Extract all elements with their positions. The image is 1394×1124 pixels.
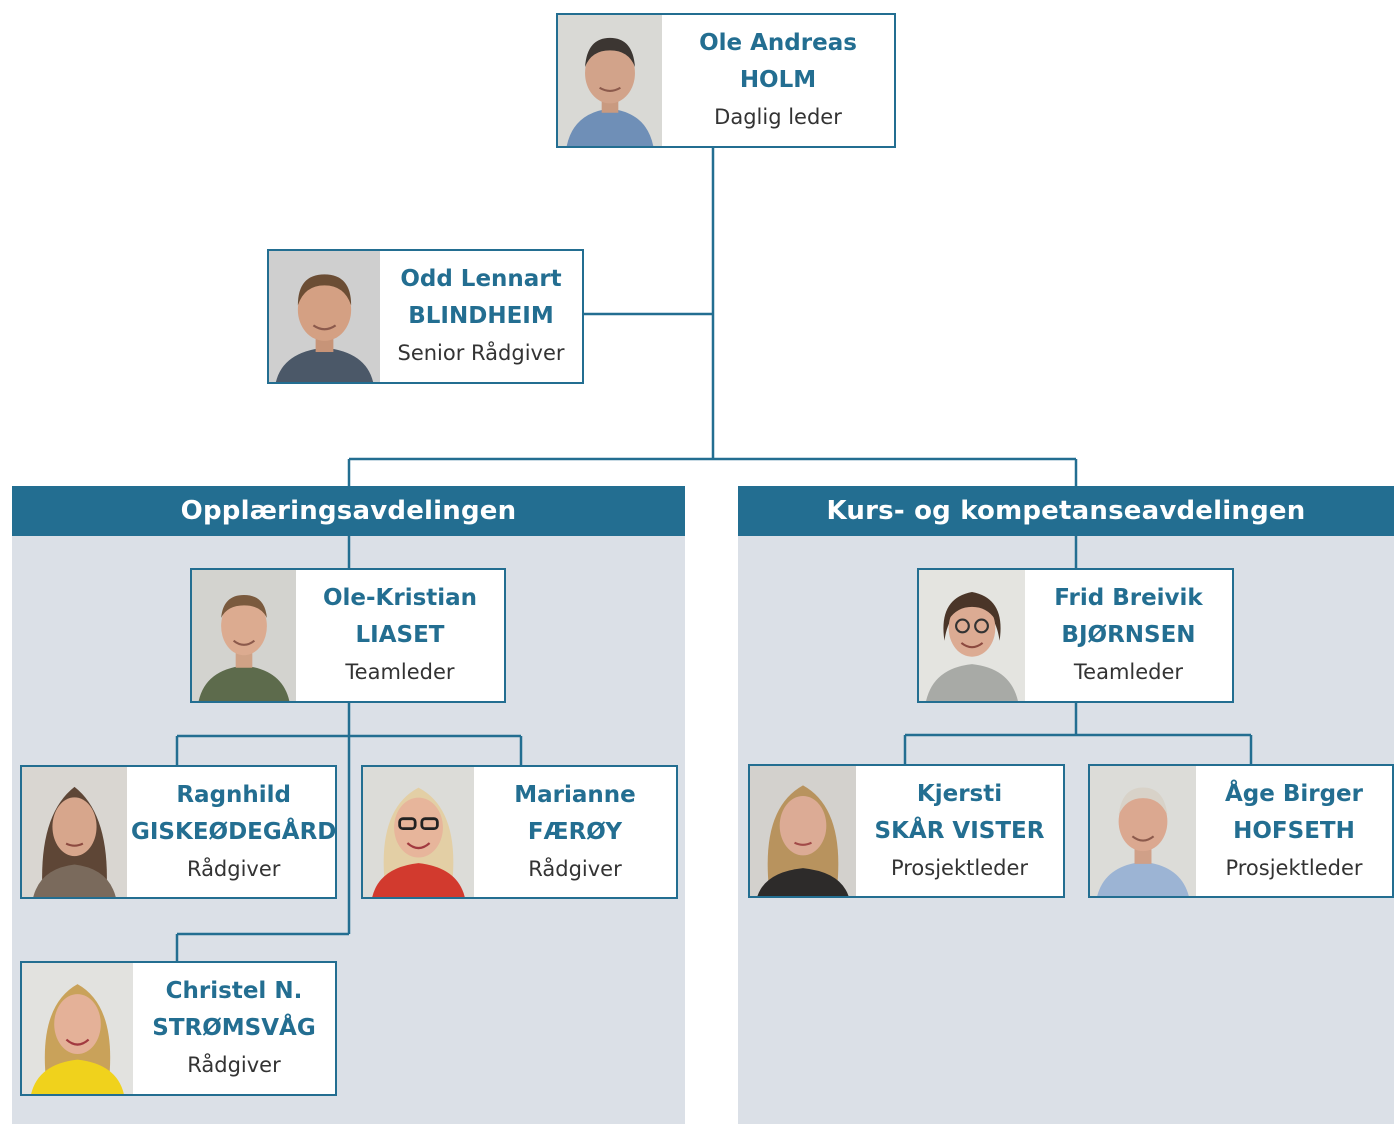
person-info: Ole Andreas HOLM Daglig leder <box>662 15 894 146</box>
person-card-ole-andreas-holm[interactable]: Ole Andreas HOLM Daglig leder <box>556 13 896 148</box>
person-photo <box>558 15 662 146</box>
person-photo <box>22 767 127 897</box>
person-first-name: Christel N. <box>165 978 303 1004</box>
person-info: Frid Breivik BJØRNSEN Teamleder <box>1025 570 1232 701</box>
person-last-name: STRØMSVÅG <box>152 1015 316 1041</box>
department-header-opplaering: Opplæringsavdelingen <box>12 486 685 536</box>
person-card-kjersti-skar-vister[interactable]: Kjersti SKÅR VISTER Prosjektleder <box>748 764 1065 898</box>
person-last-name: HOFSETH <box>1233 817 1355 844</box>
person-first-name: Ole Andreas <box>699 30 857 56</box>
person-card-marianne-faeroy[interactable]: Marianne FÆRØY Rådgiver <box>361 765 678 899</box>
person-first-name: Åge Birger <box>1224 780 1364 807</box>
person-first-name: Marianne <box>514 781 636 808</box>
person-card-age-birger-hofseth[interactable]: Åge Birger HOFSETH Prosjektleder <box>1088 764 1394 898</box>
person-info: Kjersti SKÅR VISTER Prosjektleder <box>856 766 1063 896</box>
person-photo <box>192 570 296 701</box>
person-first-name: Kjersti <box>916 780 1003 807</box>
person-role: Prosjektleder <box>1225 855 1363 880</box>
person-photo <box>22 963 133 1094</box>
department-header-kurs: Kurs- og kompetanseavdelingen <box>738 486 1394 536</box>
person-card-ole-kristian-liaset[interactable]: Ole-Kristian LIASET Teamleder <box>190 568 506 703</box>
person-photo <box>269 251 380 382</box>
person-last-name: BLINDHEIM <box>408 303 554 329</box>
person-first-name: Ragnhild <box>176 781 292 808</box>
person-card-ragnhild-giskeodegard[interactable]: Ragnhild GISKEØDEGÅRD Rådgiver <box>20 765 337 899</box>
person-role: Prosjektleder <box>890 855 1029 880</box>
person-last-name: SKÅR VISTER <box>874 817 1045 844</box>
person-photo <box>750 766 856 896</box>
person-last-name: LIASET <box>355 622 445 648</box>
person-role: Daglig leder <box>714 105 842 129</box>
person-first-name: Ole-Kristian <box>322 585 478 611</box>
person-info: Åge Birger HOFSETH Prosjektleder <box>1196 766 1392 896</box>
person-card-christel-stromsvag[interactable]: Christel N. STRØMSVÅG Rådgiver <box>20 961 337 1096</box>
person-first-name: Frid Breivik <box>1054 585 1203 611</box>
person-info: Ragnhild GISKEØDEGÅRD Rådgiver <box>127 767 340 897</box>
person-role: Rådgiver <box>528 856 622 881</box>
person-role: Teamleder <box>1073 660 1184 684</box>
person-role: Teamleder <box>345 660 455 684</box>
person-last-name: HOLM <box>739 67 817 93</box>
person-role: Rådgiver <box>186 856 281 881</box>
person-last-name: FÆRØY <box>527 818 623 845</box>
person-last-name: BJØRNSEN <box>1061 622 1196 648</box>
person-photo <box>363 767 474 897</box>
person-role: Senior Rådgiver <box>397 341 565 365</box>
person-info: Christel N. STRØMSVÅG Rådgiver <box>133 963 335 1094</box>
person-card-odd-lennart-blindheim[interactable]: Odd Lennart BLINDHEIM Senior Rådgiver <box>267 249 584 384</box>
person-card-frid-breivik-bjornsen[interactable]: Frid Breivik BJØRNSEN Teamleder <box>917 568 1234 703</box>
person-role: Rådgiver <box>187 1053 281 1077</box>
person-info: Odd Lennart BLINDHEIM Senior Rådgiver <box>380 251 582 382</box>
person-info: Marianne FÆRØY Rådgiver <box>474 767 676 897</box>
person-photo <box>919 570 1025 701</box>
person-info: Ole-Kristian LIASET Teamleder <box>296 570 504 701</box>
person-photo <box>1090 766 1196 896</box>
person-last-name: GISKEØDEGÅRD <box>131 818 337 845</box>
person-first-name: Odd Lennart <box>400 266 562 292</box>
